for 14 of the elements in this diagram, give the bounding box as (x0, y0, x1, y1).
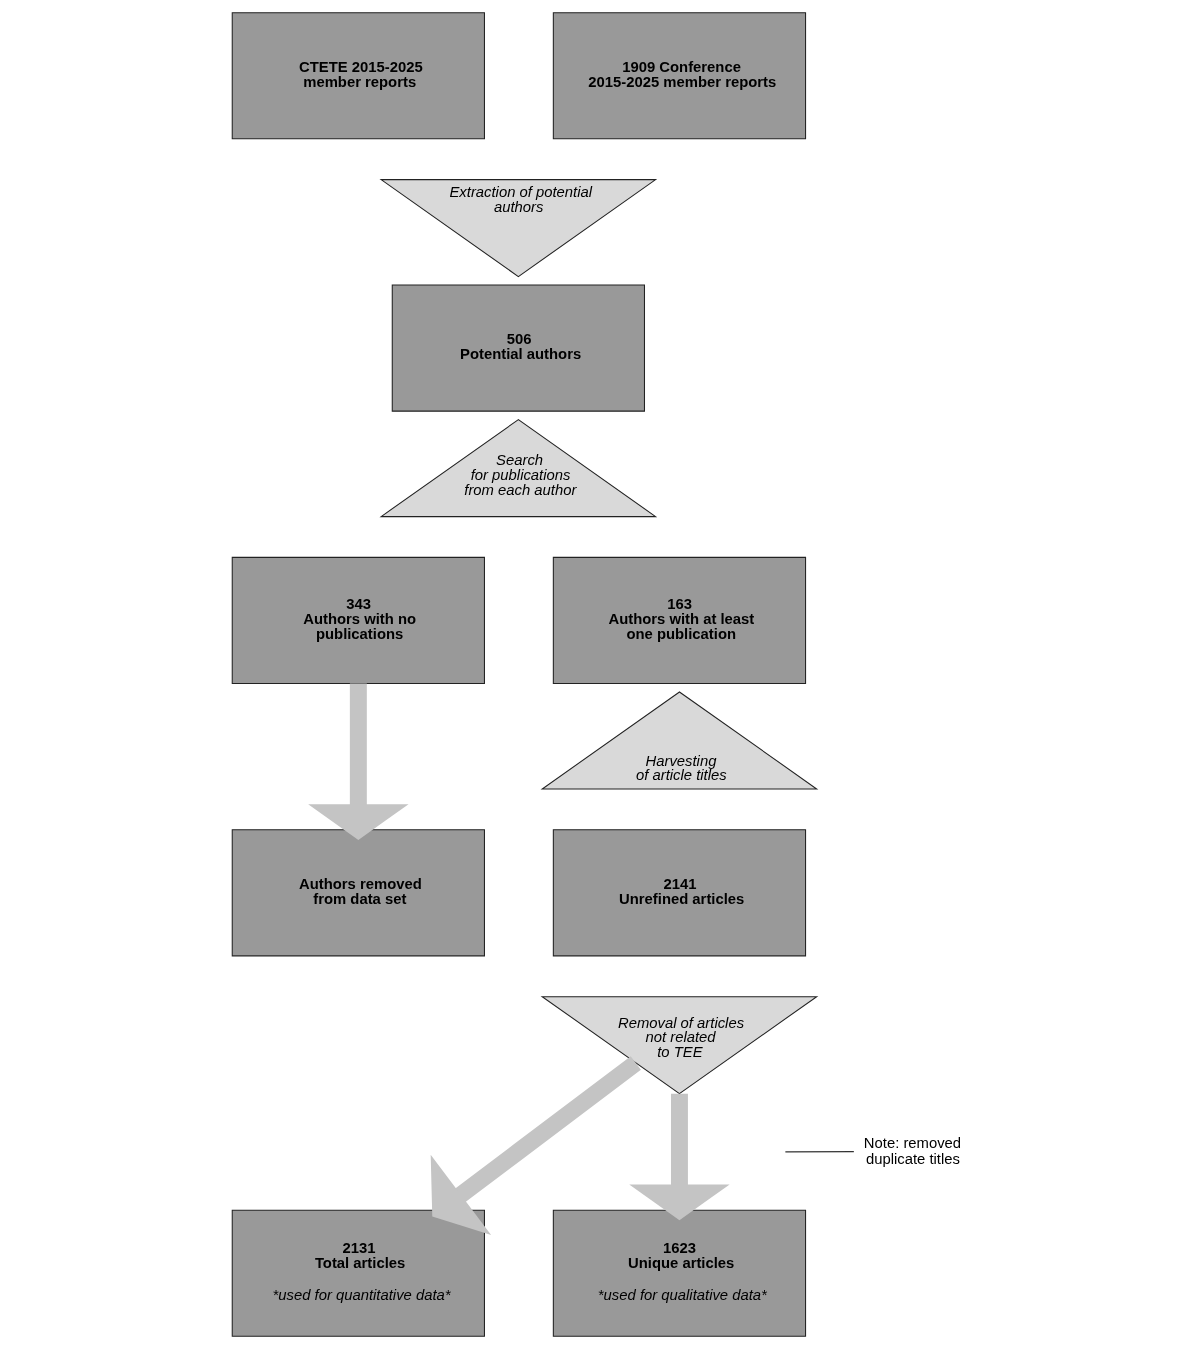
node-box: Authors removed from data set (231, 829, 485, 957)
node-box: 163 Authors with at least one publication (552, 556, 806, 685)
node-box: 1909 Conference 2015-2025 member reports (552, 12, 806, 140)
arrow (307, 683, 409, 840)
arrow (430, 1056, 641, 1235)
node-box: 343 Authors with no publications (231, 556, 485, 685)
node-box: 2141 Unrefined articles (552, 829, 806, 957)
node-box: 2131 Total articles *used for quantitative data* (231, 1209, 485, 1337)
node-box: 506 Potential authors (391, 284, 645, 412)
connector (784, 1150, 854, 1153)
node-text: Note: removed duplicate titles (863, 1134, 961, 1167)
arrow (628, 1093, 730, 1221)
node-box: 1623 Unique articles *used for qualitative data* (552, 1209, 806, 1337)
node-box: CTETE 2015-2025 member reports (231, 12, 485, 140)
